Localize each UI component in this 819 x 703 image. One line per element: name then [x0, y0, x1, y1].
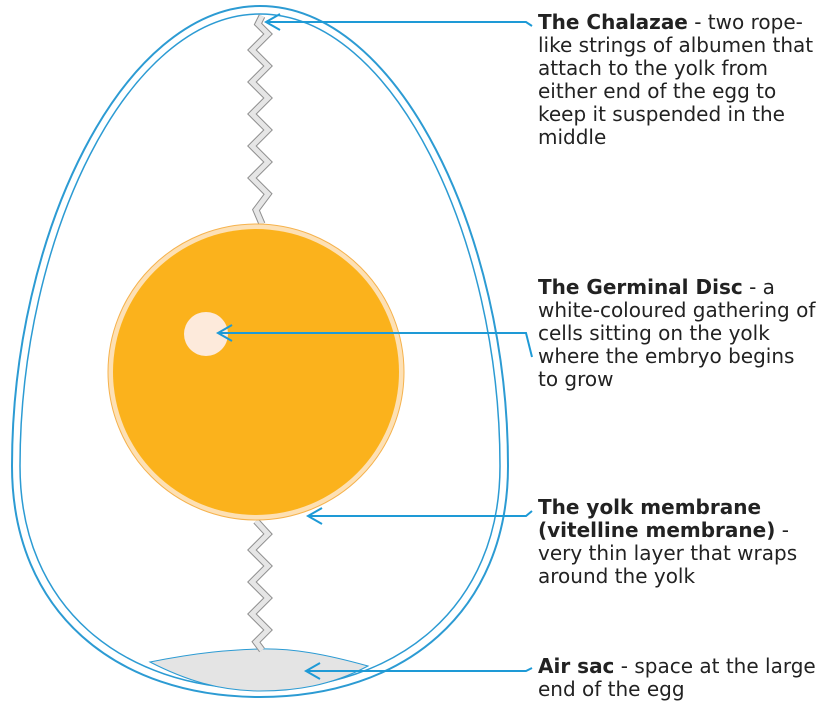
label-germinal-disc: The Germinal Disc - a white-coloured gat… — [538, 276, 819, 391]
label-air-sac-title: Air sac — [538, 654, 614, 678]
label-germinal-disc-title: The Germinal Disc — [538, 275, 743, 299]
label-chalazae-title: The Chalazae — [538, 10, 688, 34]
yolk — [113, 229, 399, 515]
label-yolk-membrane-title: The yolk membrane (vitelline membrane) — [538, 495, 775, 542]
label-yolk-membrane: The yolk membrane (vitelline membrane) -… — [538, 496, 819, 588]
label-air-sac: Air sac - space at the large end of the … — [538, 655, 819, 701]
label-chalazae: The Chalazae - two rope-like strings of … — [538, 11, 819, 149]
